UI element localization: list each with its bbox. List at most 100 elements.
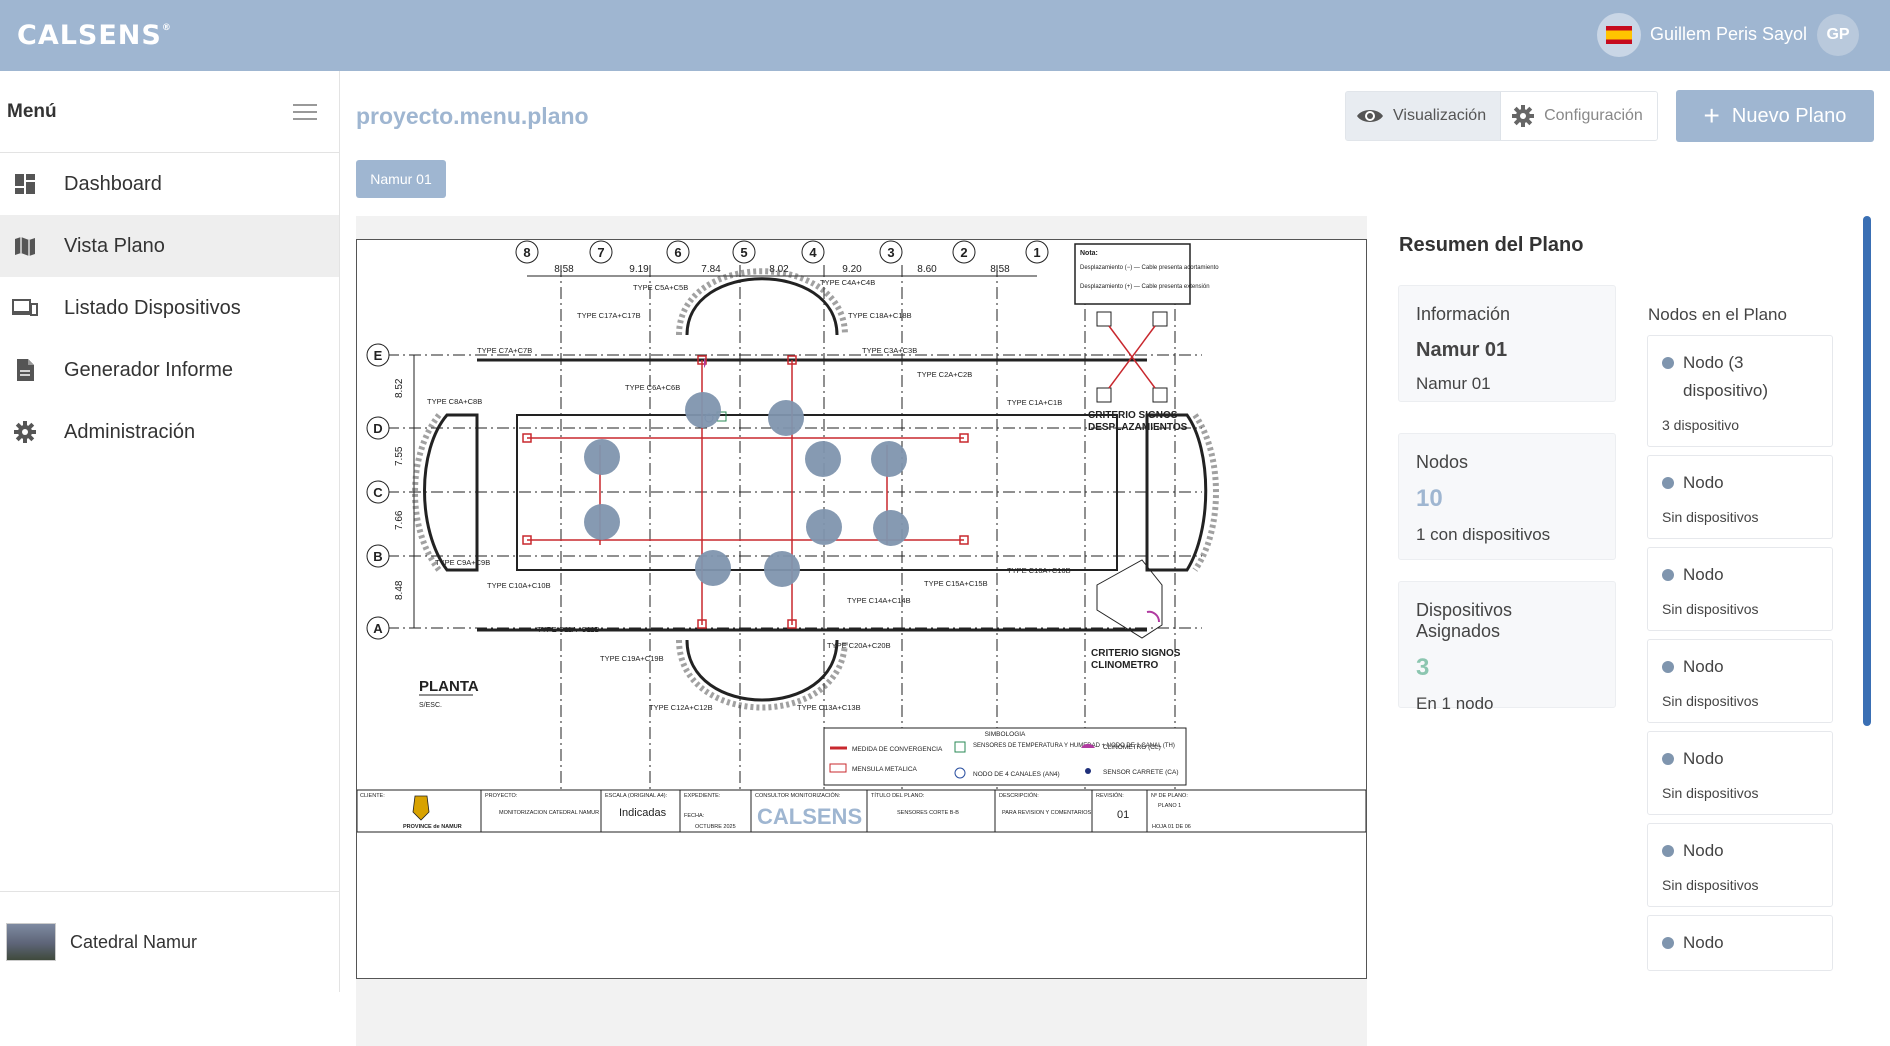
menu-header: Menú <box>0 71 339 153</box>
project-name: Catedral Namur <box>70 931 198 952</box>
plan-name: Namur 01 <box>1416 339 1508 361</box>
svg-text:9.19: 9.19 <box>629 264 649 275</box>
node-marker[interactable] <box>805 441 841 477</box>
devices-count: 3 <box>1416 654 1430 681</box>
list-item[interactable]: Nodo Sin dispositivos <box>1647 547 1833 631</box>
svg-text:S/ESC.: S/ESC. <box>419 702 442 709</box>
node-devices: Sin dispositivos <box>1662 877 1759 893</box>
namur-crest-icon <box>412 795 430 821</box>
gear-icon <box>1512 105 1535 127</box>
svg-text:8.60: 8.60 <box>917 264 937 275</box>
svg-text:TYPE C3A+C3B: TYPE C3A+C3B <box>862 346 917 355</box>
node-marker[interactable] <box>871 441 907 477</box>
summary-scrollbar[interactable] <box>1863 216 1871 726</box>
svg-text:SENSORES CORTE B-B: SENSORES CORTE B-B <box>897 810 959 816</box>
plan-sub: Namur 01 <box>1416 374 1491 393</box>
configuracion-label: Configuración <box>1544 107 1643 124</box>
node-devices: Sin dispositivos <box>1662 693 1759 709</box>
devices-sub: En 1 nodo <box>1416 694 1494 713</box>
sidebar: Menú Dashboard Vista Plano Listado Dispo… <box>0 71 340 992</box>
node-marker[interactable] <box>768 400 804 436</box>
sidebar-item-generador-informe[interactable]: Generador Informe <box>0 339 339 401</box>
info-card: Información Namur 01 Namur 01 <box>1398 285 1616 402</box>
node-name: Nodo <box>1683 933 1724 952</box>
node-dot-icon <box>1662 845 1674 857</box>
svg-text:SENSOR CARRETE (CA): SENSOR CARRETE (CA) <box>1103 769 1178 776</box>
svg-text:PLANTA: PLANTA <box>419 678 479 695</box>
list-item[interactable]: Nodo (3 dispositivo) 3 dispositivo <box>1647 335 1833 447</box>
spain-flag-icon <box>1606 26 1632 44</box>
svg-text:TYPE C2A+C2B: TYPE C2A+C2B <box>917 370 972 379</box>
svg-text:NODO DE 4 CANALES (AN4): NODO DE 4 CANALES (AN4) <box>973 771 1060 778</box>
sidebar-item-vista-plano[interactable]: Vista Plano <box>0 215 339 277</box>
list-item[interactable]: Nodo Sin dispositivos <box>1647 639 1833 723</box>
map-icon <box>12 233 38 259</box>
node-name: Nodo (3 dispositivo) <box>1683 353 1769 400</box>
svg-text:MONITORIZACION CATEDRAL NAMUR: MONITORIZACION CATEDRAL NAMUR <box>499 810 599 816</box>
svg-text:9.20: 9.20 <box>842 264 862 275</box>
node-marker[interactable] <box>764 551 800 587</box>
svg-text:CONSULTOR MONITORIZACIÓN:: CONSULTOR MONITORIZACIÓN: <box>755 792 841 799</box>
sidebar-item-dashboard[interactable]: Dashboard <box>0 153 339 215</box>
sidebar-item-label: Vista Plano <box>64 234 165 257</box>
visualizacion-button[interactable]: Visualización <box>1346 92 1502 140</box>
node-name: Nodo <box>1683 565 1724 584</box>
svg-text:A: A <box>373 621 383 636</box>
node-name: Nodo <box>1683 841 1724 860</box>
svg-text:TYPE C9A+C9B: TYPE C9A+C9B <box>435 558 490 567</box>
sidebar-item-administracion[interactable]: Administración <box>0 401 339 463</box>
node-marker[interactable] <box>806 509 842 545</box>
svg-text:7.84: 7.84 <box>701 264 721 275</box>
list-item[interactable]: Nodo Sin dispositivos <box>1647 731 1833 815</box>
devices-icon <box>12 295 38 321</box>
list-item[interactable]: Nodo Sin dispositivos <box>1647 823 1833 907</box>
nodes-list-title: Nodos en el Plano <box>1648 305 1787 324</box>
svg-text:DESPLAZAMIENTOS: DESPLAZAMIENTOS <box>1088 422 1188 433</box>
cathedral-thumbnail <box>6 923 56 961</box>
svg-text:TYPE C16A+C16B: TYPE C16A+C16B <box>1007 566 1071 575</box>
svg-text:PROYECTO:: PROYECTO: <box>485 793 518 799</box>
app-logo[interactable]: CALSENS® <box>17 20 172 51</box>
hamburger-menu-icon[interactable] <box>293 103 317 120</box>
svg-text:8.48: 8.48 <box>394 580 405 600</box>
nuevo-plano-button[interactable]: + Nuevo Plano <box>1676 90 1874 142</box>
user-avatar[interactable]: GP <box>1817 14 1859 56</box>
plan-tab-namur-01[interactable]: Namur 01 <box>356 160 446 198</box>
svg-text:TYPE C7A+C7B: TYPE C7A+C7B <box>477 346 532 355</box>
node-marker[interactable] <box>685 392 721 428</box>
svg-text:Nota:: Nota: <box>1080 250 1098 257</box>
svg-text:TÍTULO DEL PLANO:: TÍTULO DEL PLANO: <box>871 792 925 799</box>
svg-text:TYPE C15A+C15B: TYPE C15A+C15B <box>924 579 988 588</box>
node-marker[interactable] <box>584 439 620 475</box>
svg-text:Nº DE PLANO:: Nº DE PLANO: <box>1151 792 1188 799</box>
sidebar-item-listado-dispositivos[interactable]: Listado Dispositivos <box>0 277 339 339</box>
node-marker[interactable] <box>873 510 909 546</box>
svg-text:MEDIDA DE CONVERGENCIA: MEDIDA DE CONVERGENCIA <box>852 746 943 753</box>
svg-text:OCTUBRE 2025: OCTUBRE 2025 <box>695 824 736 830</box>
svg-text:TYPE C5A+C5B: TYPE C5A+C5B <box>633 283 688 292</box>
nodes-card: Nodos 10 1 con dispositivos <box>1398 433 1616 560</box>
svg-text:3: 3 <box>887 245 894 260</box>
list-item[interactable]: Nodo <box>1647 915 1833 971</box>
svg-text:8.52: 8.52 <box>394 378 405 398</box>
svg-text:01: 01 <box>1117 809 1129 821</box>
svg-text:TYPE C14A+C14B: TYPE C14A+C14B <box>847 596 911 605</box>
node-marker[interactable] <box>695 550 731 586</box>
svg-text:8: 8 <box>523 245 530 260</box>
svg-text:PLANO 1: PLANO 1 <box>1158 803 1181 809</box>
svg-text:PARA REVISION Y COMENTARIOS: PARA REVISION Y COMENTARIOS <box>1002 810 1091 816</box>
user-name[interactable]: Guillem Peris Sayol <box>1650 24 1808 44</box>
configuracion-button[interactable]: Configuración <box>1501 92 1657 140</box>
language-selector[interactable] <box>1597 13 1641 57</box>
node-marker[interactable] <box>584 504 620 540</box>
nodes-list: Nodo (3 dispositivo) 3 dispositivo Nodo … <box>1647 335 1833 977</box>
svg-text:ESCALA (ORIGINAL A4):: ESCALA (ORIGINAL A4): <box>605 793 668 799</box>
sidebar-item-label: Generador Informe <box>64 358 233 381</box>
svg-text:TYPE C13A+C13B: TYPE C13A+C13B <box>797 703 861 712</box>
project-selector[interactable]: Catedral Namur <box>0 891 339 992</box>
node-name: Nodo <box>1683 657 1724 676</box>
node-dot-icon <box>1662 753 1674 765</box>
list-item[interactable]: Nodo Sin dispositivos <box>1647 455 1833 539</box>
